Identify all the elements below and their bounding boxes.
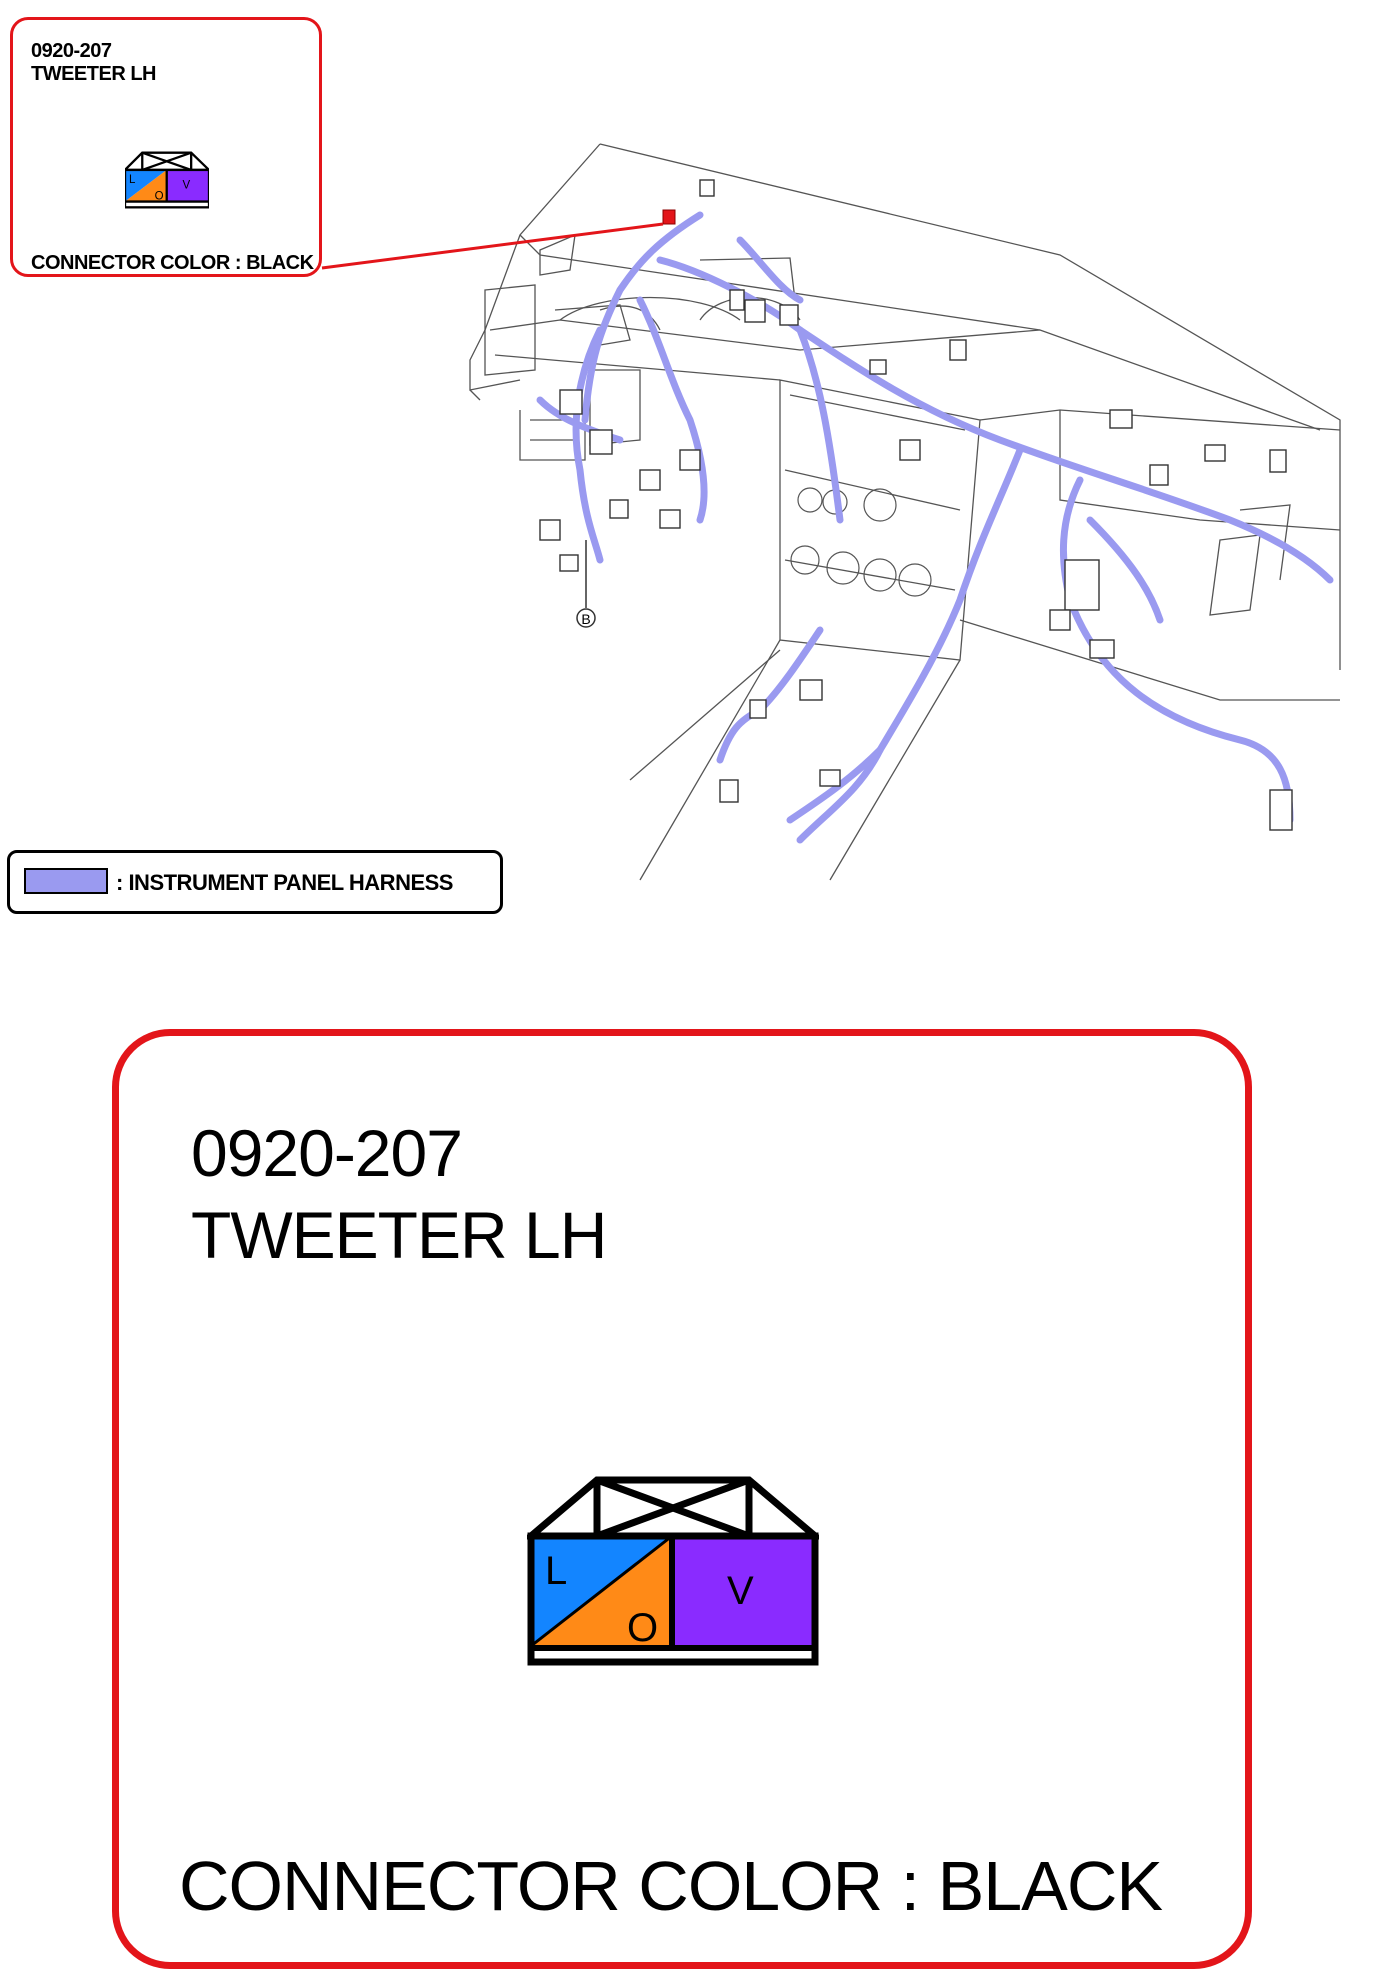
- connector-name-large: TWEETER LH: [191, 1198, 607, 1272]
- connector-face-icon-large: L O V: [527, 1476, 819, 1666]
- ground-marker-label: B: [581, 611, 590, 627]
- instrument-panel-harness-diagram: B: [469, 143, 1341, 881]
- terminal-v-fill: [672, 1536, 815, 1646]
- terminal-o-small: O: [155, 190, 164, 202]
- connector-callout-small: 0920-207 TWEETER LH L O V CONNECTOR COLO…: [10, 17, 322, 277]
- center-console-dials: [790, 487, 932, 597]
- tweeter-connector-location: [662, 209, 676, 225]
- connector-color-large: CONNECTOR COLOR : BLACK: [179, 1847, 1163, 1925]
- connector-color-small: CONNECTOR COLOR : BLACK: [31, 252, 314, 274]
- harness-routing: [536, 211, 1334, 844]
- connector-code-small: 0920-207: [31, 40, 112, 62]
- connector-code-large: 0920-207: [191, 1116, 463, 1190]
- terminal-o-label: O: [627, 1606, 658, 1650]
- harness-connectors: [539, 179, 1293, 831]
- connector-name-small: TWEETER LH: [31, 63, 157, 85]
- terminal-l-label: L: [545, 1549, 567, 1593]
- harness-legend: : INSTRUMENT PANEL HARNESS: [7, 850, 503, 914]
- harness-color-swatch: [24, 868, 108, 894]
- legend-label: : INSTRUMENT PANEL HARNESS: [116, 870, 453, 895]
- ground-marker: B: [576, 540, 596, 628]
- terminal-l-small: L: [129, 174, 136, 186]
- terminal-v-small: V: [183, 180, 191, 192]
- connector-face-icon-small: L O V: [125, 151, 209, 209]
- connector-callout-large: 0920-207 TWEETER LH L O V CONNECTOR COLO…: [112, 1029, 1252, 1969]
- terminal-v-label: V: [727, 1569, 754, 1613]
